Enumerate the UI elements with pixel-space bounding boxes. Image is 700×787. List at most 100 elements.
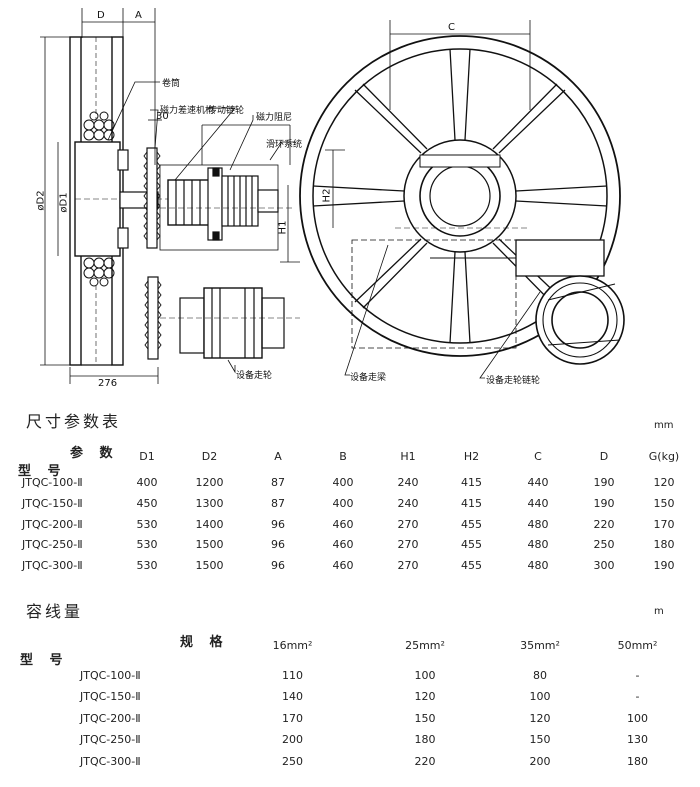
table-cell: 170	[282, 711, 303, 725]
table-cell: 96	[271, 517, 285, 531]
table-cell: 440	[527, 476, 549, 490]
model-cell: JTQC-100-Ⅱ	[22, 476, 83, 490]
table-cell: 530	[136, 517, 158, 531]
dim-H1-label: H1	[277, 220, 289, 235]
table-cell: 180	[653, 538, 675, 552]
table-cell: 240	[397, 476, 419, 490]
table-cell: 190	[593, 496, 615, 510]
table-cell: 250	[282, 754, 303, 768]
callout-travel-beam: 设备走梁	[350, 373, 387, 383]
table-cell: 150	[414, 711, 436, 725]
dimension-table-header: D1 D2 A B H1 H2 C D G(kg)	[22, 446, 692, 467]
drum-front-view	[299, 35, 625, 365]
table-cell: 200	[282, 733, 303, 747]
model-cell: JTQC-150-Ⅱ	[80, 690, 141, 704]
callout-wheel-sprocket: 设备走轮链轮	[486, 376, 541, 386]
table-cell: 455	[461, 558, 482, 572]
model-cell: JTQC-200-Ⅱ	[22, 517, 83, 531]
table-cell: 240	[397, 496, 419, 510]
wheel-sprocket-side	[144, 276, 162, 360]
table-cell: 130	[627, 733, 648, 747]
table-row: JTQC-150-Ⅱ 140 120 100 -	[80, 686, 675, 708]
table-row: JTQC-300-Ⅱ 250 220 200 180	[80, 751, 675, 773]
wheel-spokes	[312, 48, 608, 344]
table-row	[80, 657, 675, 665]
table-cell: 150	[529, 733, 551, 747]
table-cell: 300	[593, 558, 615, 572]
engineering-drawing	[40, 8, 625, 384]
callout-magnetic-differential: 磁力差速机构	[160, 106, 215, 116]
column-header: H2	[463, 449, 480, 463]
column-header: H1	[400, 449, 416, 463]
table-cell: 1500	[195, 538, 224, 552]
column-header: D2	[201, 449, 218, 463]
dim-D2-label: øD2	[35, 190, 47, 211]
table-cell: 400	[332, 496, 354, 510]
column-header: 16mm²	[272, 639, 313, 653]
table-row: JTQC-300-Ⅱ 530 1500 96 460 270 455 480 3…	[22, 555, 692, 576]
table-cell: 96	[271, 538, 285, 552]
callout-magnetic-damper: 磁力阻尼	[256, 113, 293, 123]
model-cell: JTQC-100-Ⅱ	[80, 668, 141, 682]
table-cell: 480	[527, 558, 549, 572]
dimension-lines	[40, 8, 531, 384]
dim-H2-label: H2	[321, 188, 333, 203]
table-row: JTQC-200-Ⅱ 170 150 120 100	[80, 708, 675, 730]
travel-wheel-side	[160, 287, 300, 359]
column-header: 50mm²	[617, 639, 658, 653]
column-header: D	[599, 449, 609, 463]
table-cell: 270	[397, 558, 419, 572]
cable-coils-bottom	[83, 257, 115, 287]
column-header: 25mm²	[405, 639, 445, 653]
table-row: JTQC-250-Ⅱ 530 1500 96 460 270 455 480 2…	[22, 534, 692, 555]
callout-drum: 卷筒	[162, 79, 181, 89]
table-cell: 415	[461, 496, 482, 510]
cable-coils-top	[83, 111, 115, 141]
column-header: B	[339, 449, 347, 463]
dimension-table-corner-param: 参 数	[70, 446, 119, 461]
table-cell: 120	[653, 476, 675, 490]
table-cell: 110	[282, 668, 303, 682]
drum-side-view	[69, 36, 170, 366]
table-row: JTQC-100-Ⅱ 400 1200 87 400 240 415 440 1…	[22, 473, 692, 494]
table-cell: 450	[136, 496, 158, 510]
table-cell: 415	[461, 476, 482, 490]
table-cell: 1300	[195, 496, 224, 510]
table-cell: 1200	[195, 476, 224, 490]
table-cell: 120	[414, 690, 436, 704]
column-header: G(kg)	[648, 449, 680, 463]
capacity-table-corner-model: 型 号	[20, 653, 69, 668]
capacity-table-header: 16mm² 25mm² 35mm² 50mm²	[80, 635, 675, 657]
column-header: C	[534, 449, 542, 463]
table-cell: 455	[461, 538, 482, 552]
table-cell: 460	[332, 517, 354, 531]
table-cell: 220	[593, 517, 615, 531]
table-row: JTQC-100-Ⅱ 110 100 80 -	[80, 665, 675, 687]
table-cell: 460	[332, 558, 354, 572]
table-cell: 460	[332, 538, 354, 552]
table-cell: 180	[627, 754, 648, 768]
table-cell: 1500	[195, 558, 224, 572]
callout-travel-wheel: 设备走轮	[236, 371, 273, 381]
table-cell: 400	[136, 476, 158, 490]
model-cell: JTQC-200-Ⅱ	[80, 711, 141, 725]
dimension-table: D1 D2 A B H1 H2 C D G(kg) JTQC-100-Ⅱ 400…	[22, 446, 692, 576]
column-header: A	[274, 449, 282, 463]
table-cell: 120	[529, 711, 551, 725]
column-header: 35mm²	[520, 639, 560, 653]
table-cell: 100	[414, 668, 436, 682]
capacity-table: 16mm² 25mm² 35mm² 50mm² JTQC-100-Ⅱ 110 1…	[80, 635, 675, 772]
table-cell: 80	[533, 668, 547, 682]
table-cell: 220	[414, 754, 436, 768]
table-cell: 170	[653, 517, 675, 531]
table-cell: 190	[593, 476, 615, 490]
table-cell: 190	[653, 558, 675, 572]
table-cell: 270	[397, 538, 419, 552]
capacity-table-unit: m	[654, 606, 664, 617]
table-cell: 530	[136, 538, 158, 552]
table-cell: -	[635, 690, 640, 704]
table-cell: 96	[271, 558, 285, 572]
dimension-table-unit: mm	[654, 420, 674, 431]
dim-D-label: D	[97, 10, 105, 21]
table-cell: 87	[271, 496, 285, 510]
